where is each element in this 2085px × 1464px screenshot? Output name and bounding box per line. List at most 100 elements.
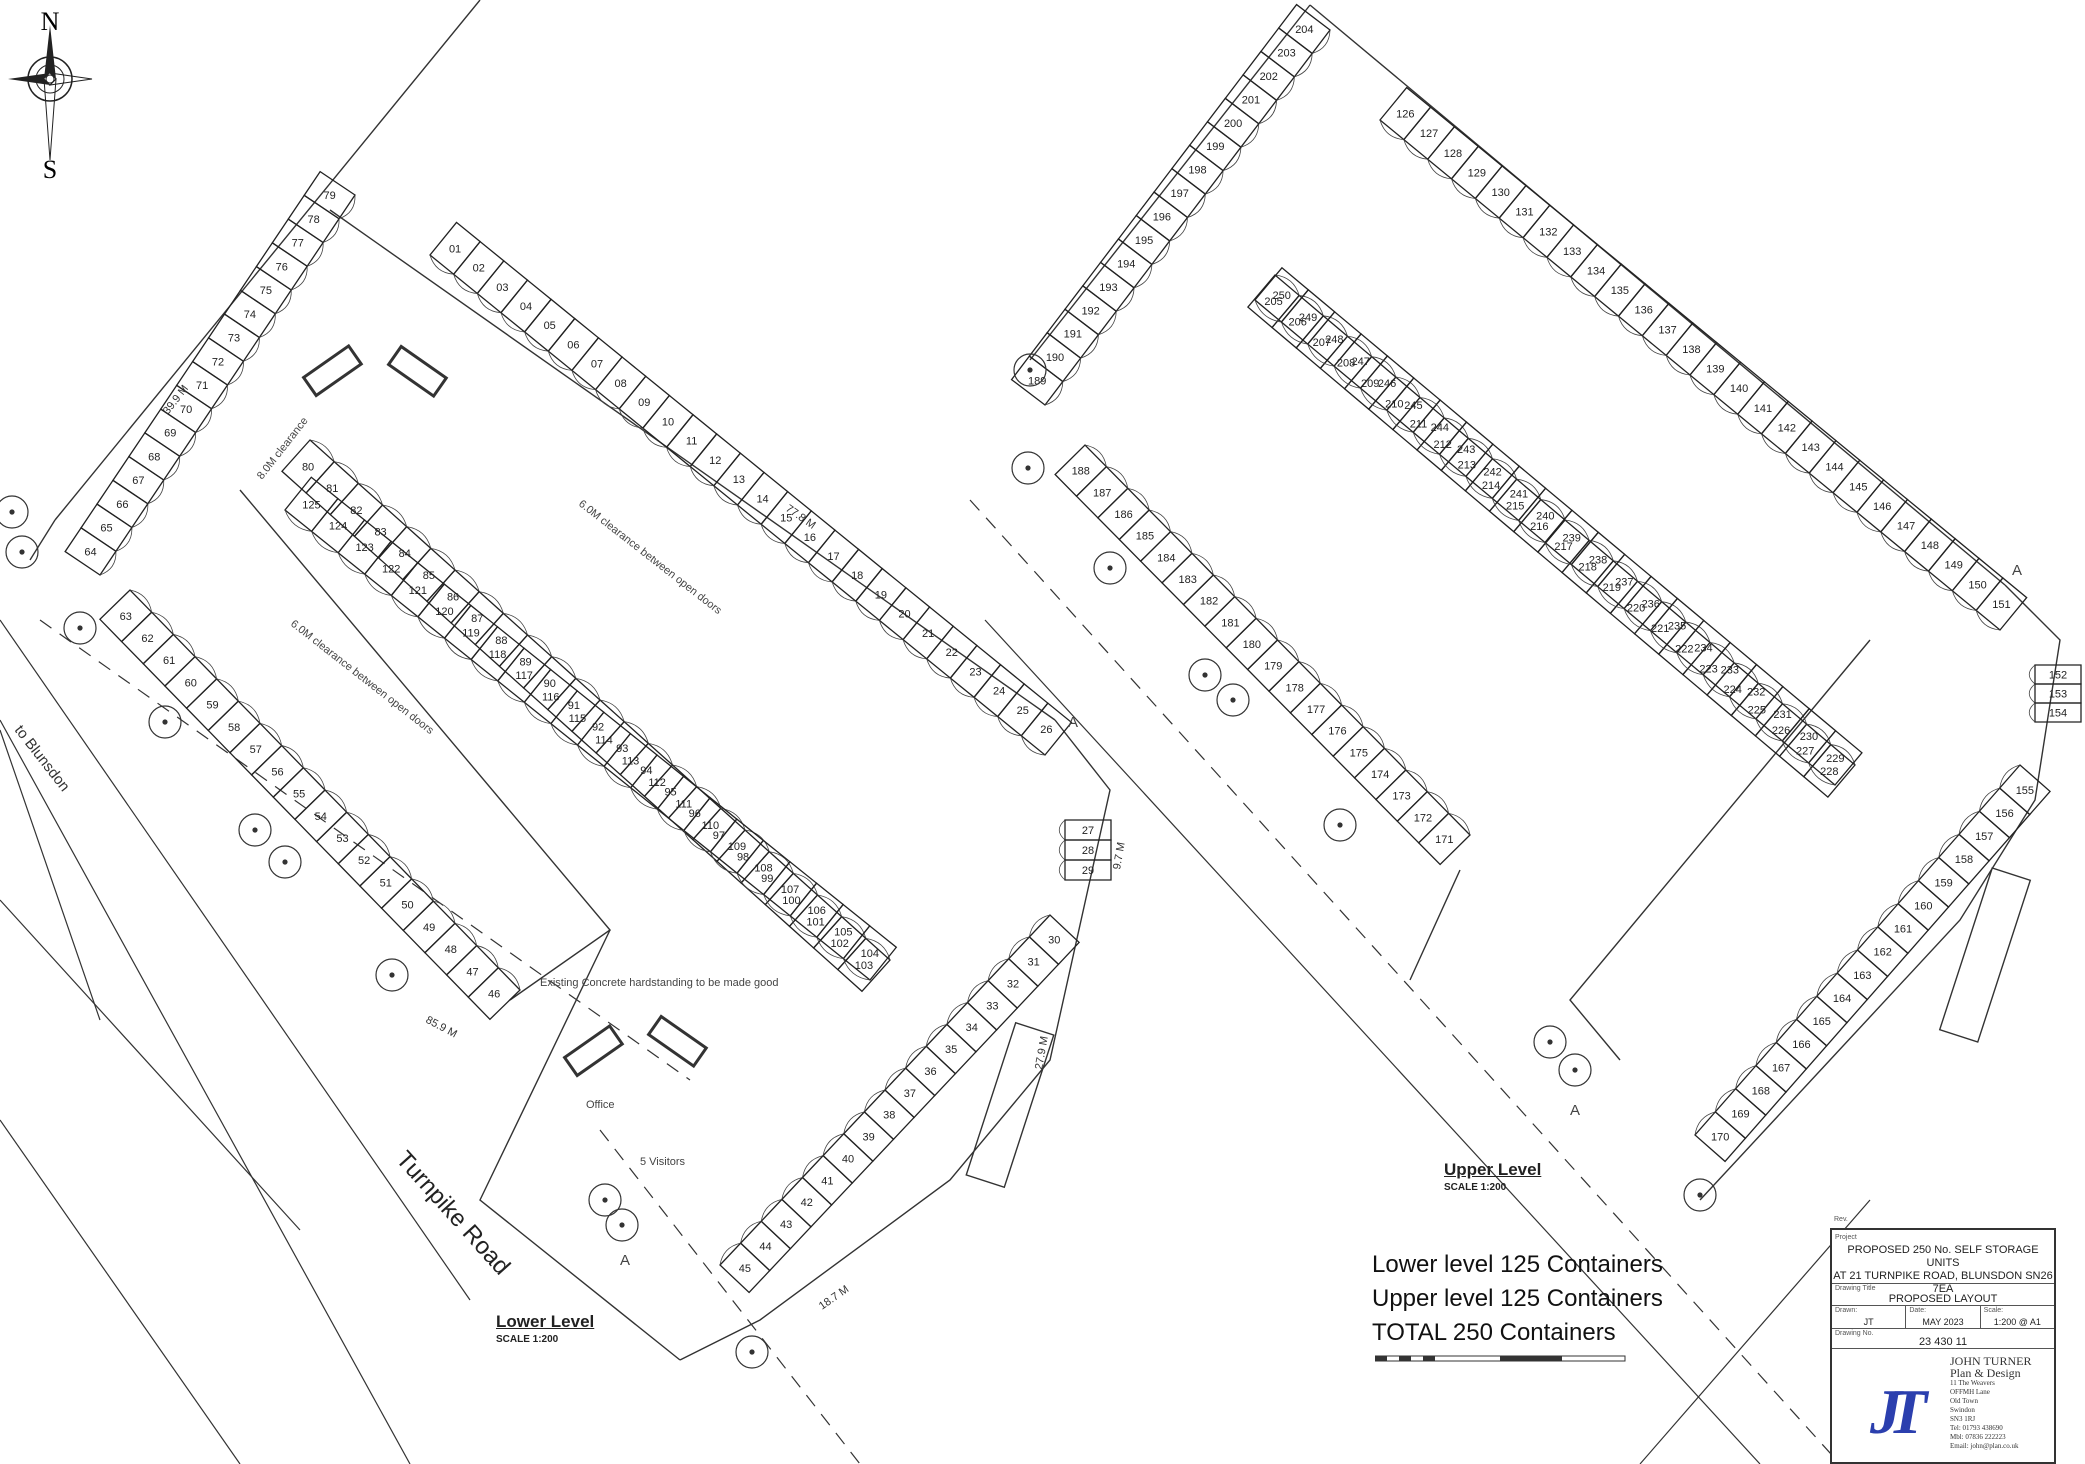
door-swing — [642, 427, 667, 448]
door-swing — [1737, 414, 1762, 435]
door-swing — [238, 700, 261, 724]
unit-number: 129 — [1468, 167, 1486, 179]
door-swing — [1676, 652, 1704, 676]
unit-number: 136 — [1635, 305, 1653, 317]
unit-number: 86 — [447, 591, 459, 603]
unit-number: 146 — [1873, 501, 1891, 513]
summary-lower: Lower level 125 Containers — [1372, 1251, 1663, 1278]
door-swing — [1058, 819, 1066, 841]
firm-name: JOHN TURNER — [1950, 1354, 2032, 1368]
firm-logo-box: JT JOHN TURNER Plan & Design 11 The Weav… — [1832, 1349, 2054, 1459]
door-swing — [311, 531, 339, 554]
door-swing — [389, 856, 413, 879]
unit-number: 49 — [423, 922, 435, 934]
door-swing — [1613, 560, 1638, 582]
unit-number: 228 — [1820, 766, 1838, 778]
unit-number: 213 — [1458, 460, 1476, 472]
door-swing — [476, 945, 499, 968]
unit-number: 153 — [2049, 689, 2067, 701]
door-swing — [1544, 542, 1572, 565]
door-swing — [368, 834, 391, 857]
tree-icon — [1188, 658, 1222, 692]
unit-number: 89 — [519, 656, 531, 668]
unit-number: 05 — [544, 320, 556, 332]
door-swing — [710, 851, 738, 874]
unit-number: 94 — [640, 765, 652, 777]
date-label: Date: — [1909, 1307, 1927, 1314]
door-swing — [967, 980, 989, 1003]
storage-unit — [1064, 859, 1112, 881]
unit-number: 111 — [675, 798, 692, 810]
unit-number: 112 — [648, 777, 666, 789]
door-swing — [433, 900, 456, 924]
door-swing — [1518, 520, 1546, 543]
unit-number: 25 — [1017, 705, 1029, 717]
door-swing — [194, 656, 218, 679]
door-swing — [683, 830, 711, 853]
door-swing — [843, 958, 871, 981]
unit-number: 08 — [615, 378, 627, 390]
unit-number: 56 — [271, 766, 283, 778]
unit-number: 75 — [260, 285, 272, 297]
door-swing — [1379, 119, 1404, 141]
project-box: Project PROPOSED 250 No. SELF STORAGE UN… — [1832, 1230, 2054, 1295]
door-swing — [1169, 217, 1188, 242]
door-swing — [1347, 335, 1373, 357]
unit-number: 116 — [542, 692, 560, 704]
door-swing — [129, 589, 153, 613]
unit-row: 1261271281291301311321331341351361371381… — [1379, 86, 2028, 631]
unit-number: 134 — [1587, 266, 1605, 278]
door-swing — [656, 808, 684, 831]
unit-number: 35 — [945, 1044, 957, 1056]
door-swing — [905, 1045, 927, 1069]
door-swing — [1546, 257, 1571, 278]
unit-number: 12 — [709, 455, 721, 467]
unit-number: 193 — [1099, 282, 1117, 294]
unit-number: 118 — [489, 649, 507, 661]
unit-number: 190 — [1046, 352, 1064, 364]
unit-number: 235 — [1668, 621, 1686, 633]
door-swing — [259, 722, 283, 746]
unit-number: 156 — [1995, 808, 2013, 820]
unit-number: 175 — [1350, 747, 1368, 759]
unit-row: 2292302312322332342352362372382392402412… — [1254, 266, 1863, 786]
tree-trunk-icon — [389, 972, 395, 978]
unit-number: 91 — [568, 700, 580, 712]
tree-trunk-icon — [77, 625, 83, 631]
door-swing — [1439, 454, 1466, 477]
door-swing — [406, 526, 432, 549]
unit-number: 165 — [1813, 1016, 1831, 1028]
unit-number: 04 — [520, 301, 532, 313]
door-swing — [411, 878, 434, 902]
door-swing — [595, 389, 620, 410]
tree-icon — [1323, 808, 1357, 842]
door-swing — [1761, 433, 1786, 454]
door-swing — [946, 1002, 968, 1025]
door-swing — [470, 659, 498, 682]
firm-details: JOHN TURNER Plan & Design 11 The Weavers… — [1950, 1355, 2031, 1451]
drawn-value: JT — [1863, 1317, 1874, 1327]
door-swing — [737, 504, 762, 525]
door-swing — [863, 1089, 886, 1112]
unit-number: 07 — [591, 359, 603, 371]
door-swing — [1755, 718, 1783, 742]
unit-number: 100 — [782, 895, 800, 907]
door-swing — [1594, 296, 1619, 317]
unit-number: 114 — [595, 734, 613, 746]
lower-level-scale: SCALE 1:200 — [496, 1334, 559, 1345]
unit-row: 2052062072082092102112122132142152162172… — [1246, 274, 1856, 798]
unit-number: 71 — [196, 380, 208, 392]
unit-number: 139 — [1706, 364, 1724, 376]
storage-unit — [303, 170, 356, 220]
door-swing — [2028, 702, 2036, 723]
dimension-label: 85.9 M — [424, 1014, 459, 1040]
unit-number: 155 — [2016, 785, 2034, 797]
door-swing — [760, 524, 785, 544]
unit-number: 163 — [1853, 970, 1871, 982]
door-swing — [599, 699, 625, 722]
unit-number: 74 — [244, 309, 256, 321]
unit-number: 237 — [1615, 577, 1633, 589]
project-line-1: PROPOSED 250 No. SELF STORAGE UNITS — [1847, 1244, 2039, 1269]
unit-number: 168 — [1752, 1085, 1770, 1097]
door-swing — [1386, 410, 1414, 433]
